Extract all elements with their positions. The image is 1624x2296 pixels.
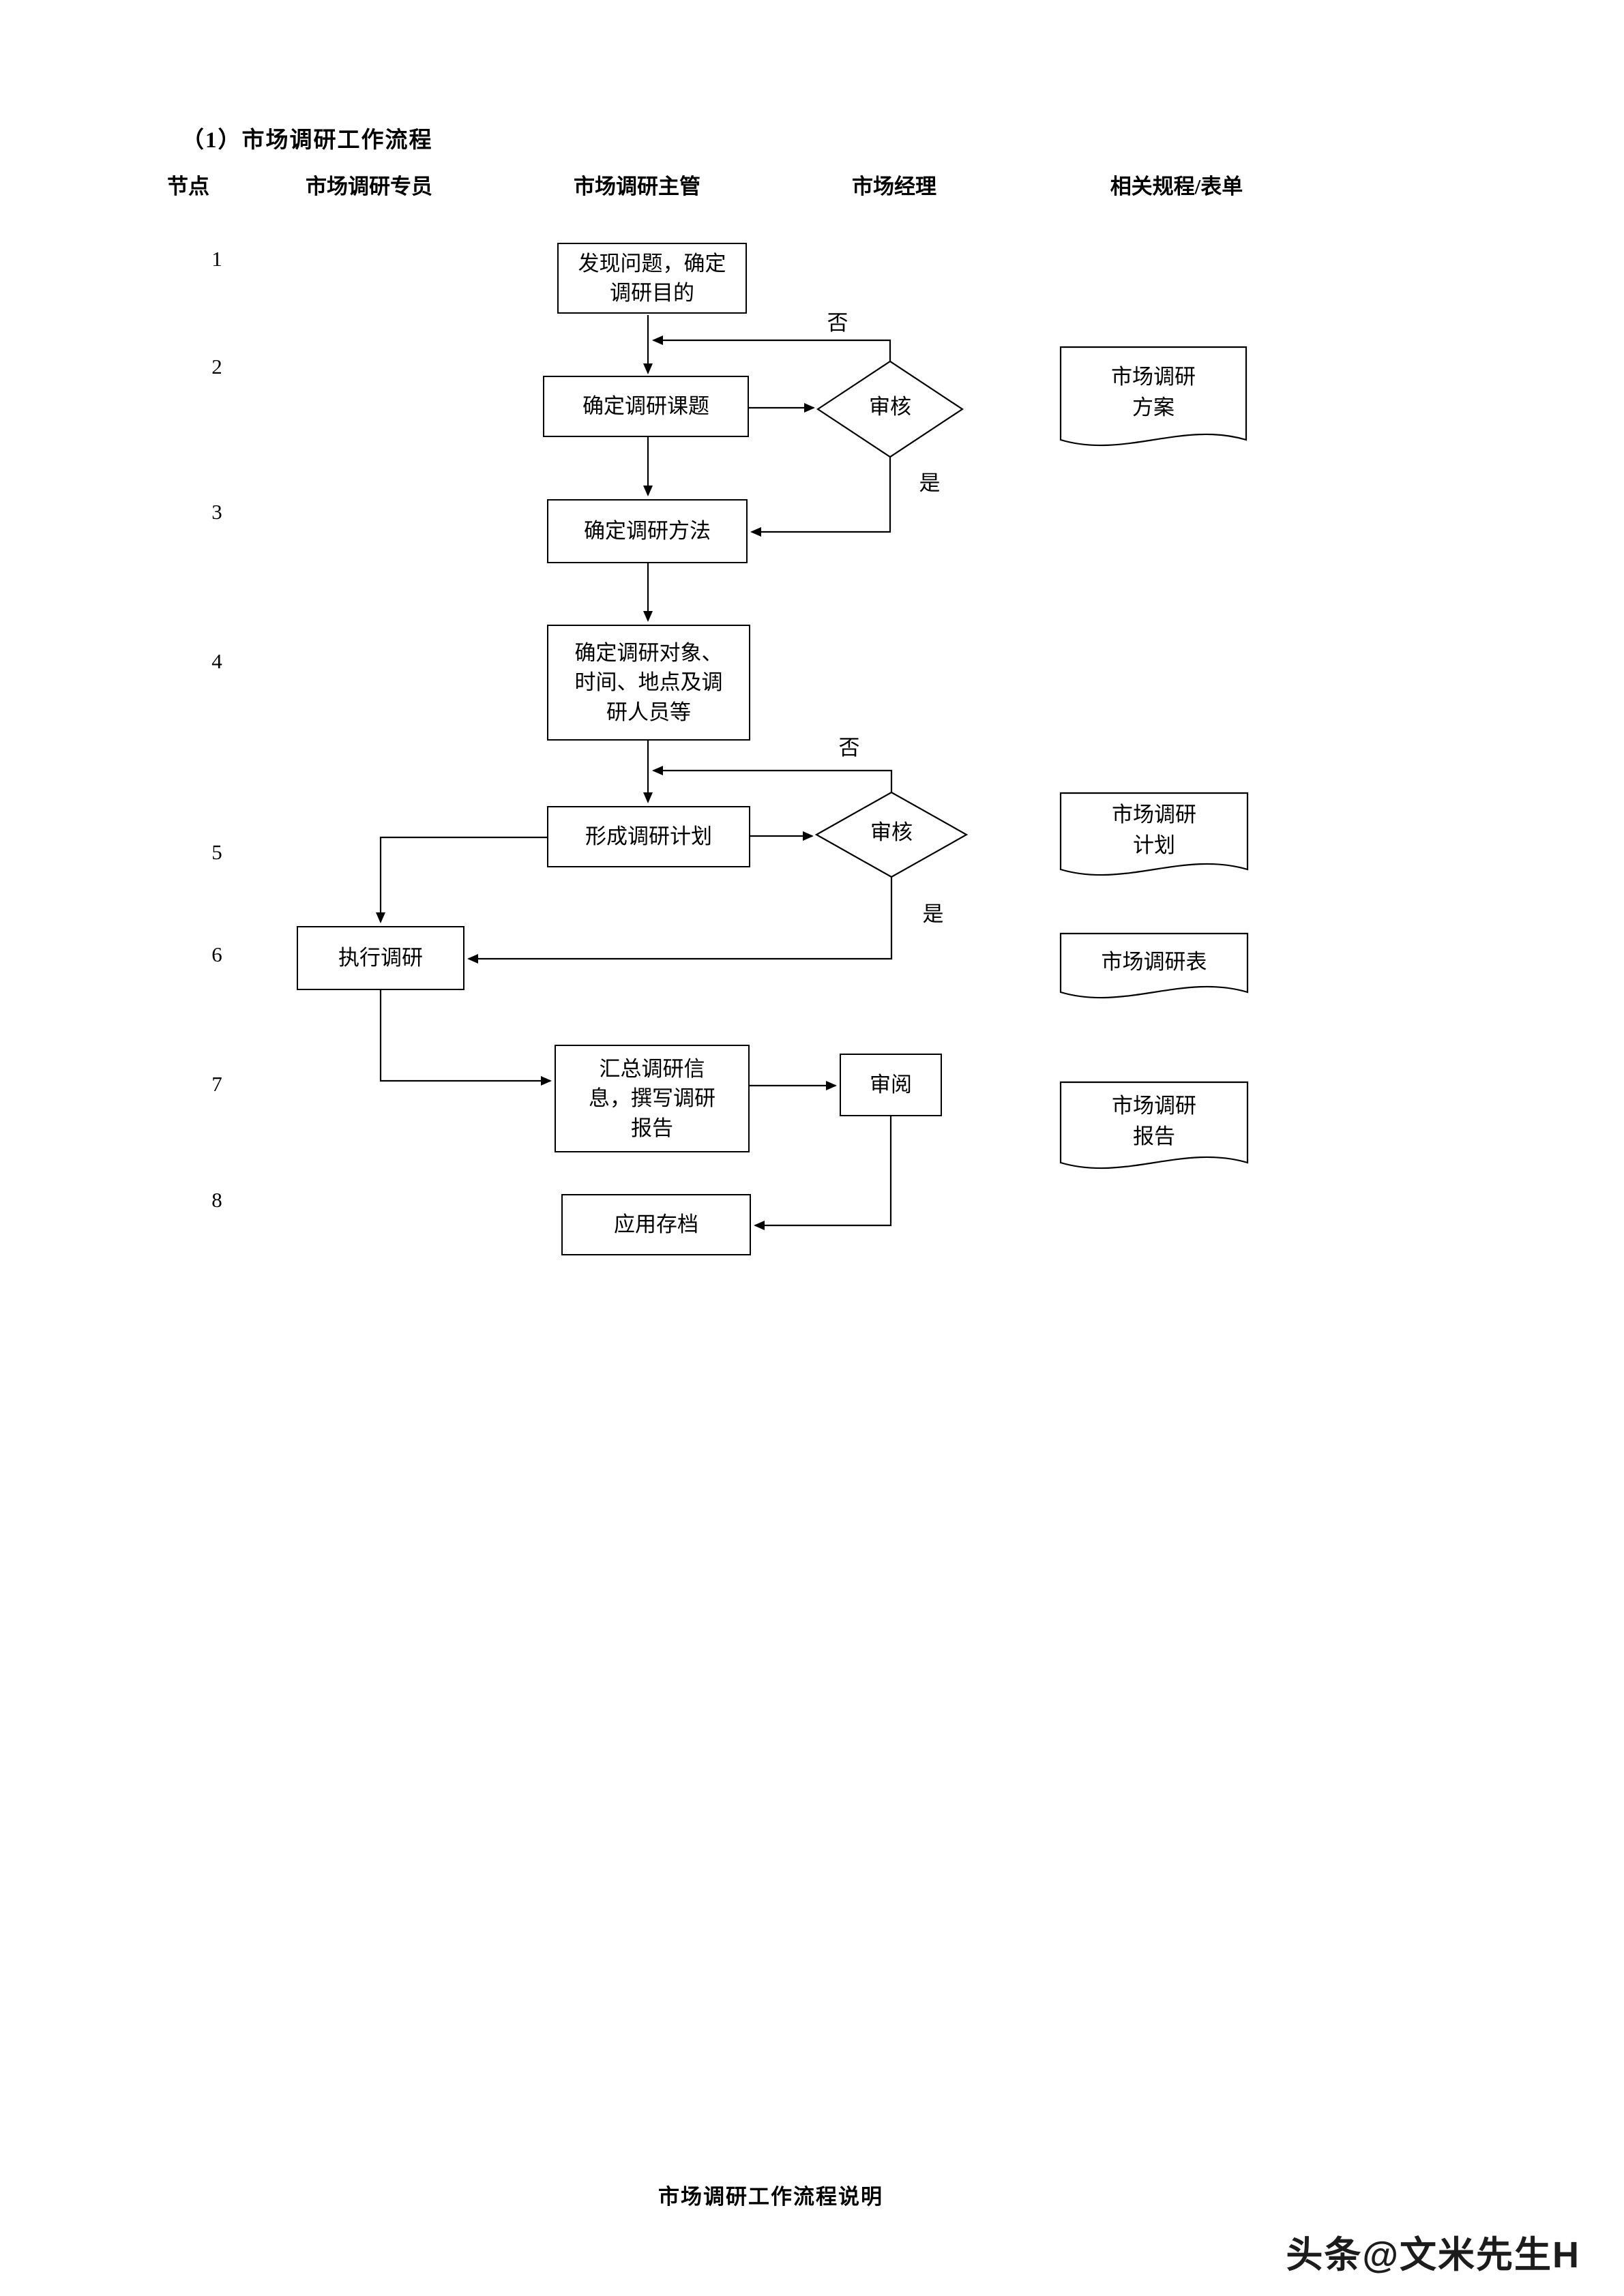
connector-step5-step6 (376, 836, 547, 923)
node-number-1: 1 (211, 247, 222, 271)
connector-review3-step8 (754, 1116, 892, 1230)
decision-label-review1: 审核 (869, 395, 911, 419)
branch-label-no-2: 否 (838, 736, 860, 760)
flow-step-3-define-method: 确定调研方法 (547, 499, 748, 563)
flow-step-1-identify-problem: 发现问题，确定 调研目的 (557, 243, 747, 314)
decision-diamond-review2 (814, 791, 969, 878)
column-header-supervisor: 市场调研主管 (574, 175, 700, 198)
column-header-related-docs: 相关规程/表单 (1110, 175, 1243, 198)
node-number-7: 7 (211, 1072, 222, 1096)
node-number-2: 2 (211, 355, 222, 378)
flow-step-2-define-topic: 确定调研课题 (543, 376, 749, 437)
document-shape-research-plan (1059, 792, 1249, 876)
flow-step-7-write-report: 汇总调研信 息，撰写调研 报告 (555, 1045, 750, 1152)
node-number-6: 6 (211, 942, 222, 966)
connector-review1-no-return (652, 336, 891, 361)
document-shape-research-report (1059, 1081, 1249, 1169)
flow-step-4-define-targets: 确定调研对象、 时间、地点及调 研人员等 (547, 625, 750, 741)
flow-review-3-review-box: 审阅 (840, 1054, 942, 1116)
flow-step-5-form-plan: 形成调研计划 (547, 806, 750, 867)
connector-review2-yes-step6 (467, 877, 893, 964)
connector-review1-yes-step3 (750, 457, 891, 537)
node-number-3: 3 (211, 500, 222, 524)
branch-label-yes-2: 是 (922, 902, 944, 926)
document-label-plan-scheme: 市场调研 方案 (1111, 365, 1196, 419)
footer-text: 市场调研工作流程说明 (658, 2185, 883, 2209)
flow-connectors (376, 315, 893, 1230)
connector-step6-step7 (379, 990, 552, 1086)
node-number-5: 5 (211, 840, 222, 864)
flow-step-6-execute-research: 执行调研 (297, 926, 464, 990)
page-title: （1）市场调研工作流程 (181, 128, 433, 153)
document-label-research-form: 市场调研表 (1101, 949, 1207, 974)
connector-review2-no-return (652, 766, 893, 792)
document-shape-plan-scheme (1059, 346, 1247, 447)
decision-diamond-review1 (816, 360, 964, 458)
flow-step-8-archive: 应用存档 (561, 1194, 751, 1255)
document-label-research-plan: 市场调研 计划 (1112, 803, 1196, 857)
watermark-text: 头条@文米先生H (1286, 2235, 1580, 2276)
branch-label-yes-1: 是 (919, 471, 941, 495)
document-label-research-report: 市场调研 报告 (1112, 1094, 1196, 1148)
column-header-manager: 市场经理 (852, 175, 936, 198)
column-header-node: 节点 (167, 175, 209, 198)
branch-label-no-1: 否 (827, 311, 848, 335)
decision-label-review2: 审核 (870, 820, 913, 844)
decision-shapes (814, 360, 969, 878)
column-header-specialist: 市场调研专员 (306, 175, 432, 198)
document-shapes (1059, 346, 1249, 1169)
node-number-8: 8 (211, 1188, 222, 1212)
document-shape-research-form (1059, 932, 1249, 999)
node-number-4: 4 (211, 649, 222, 673)
